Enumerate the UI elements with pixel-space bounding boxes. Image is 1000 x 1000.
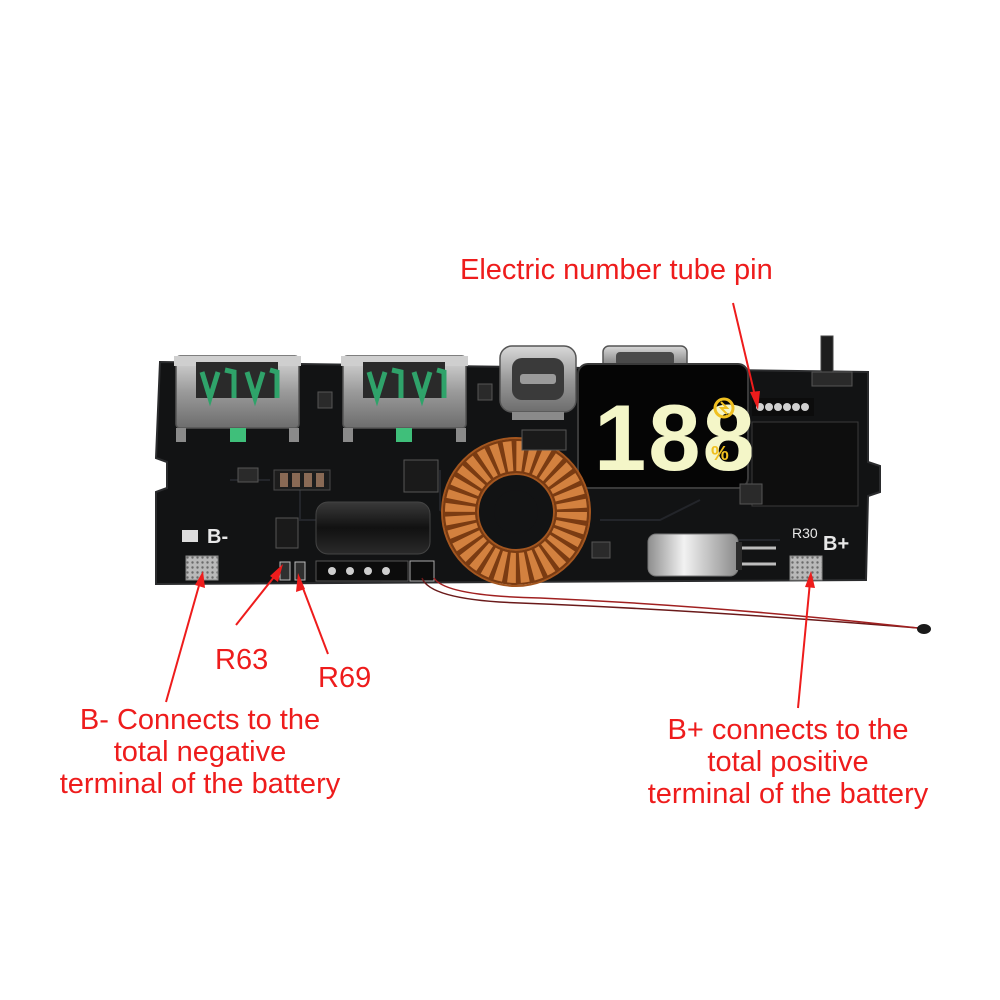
- arrow-tube-pin: [732, 302, 756, 397]
- slide-switch: [811, 335, 853, 387]
- label-b-minus-line-1: B- Connects to the: [79, 704, 321, 736]
- label-b-minus-line-2: total negative: [113, 736, 287, 768]
- arrow-r69: [300, 582, 329, 655]
- silk-r30: R30: [792, 525, 818, 541]
- label-b-plus: B+ connects to the total positive termin…: [628, 714, 948, 810]
- silk-b-plus: B+: [823, 533, 849, 555]
- label-b-plus-line-2: total positive: [707, 746, 869, 778]
- thermistor: [917, 624, 931, 634]
- usb-c-port: [499, 345, 577, 420]
- thermistor-wire: [421, 577, 931, 634]
- resistor-r63: [279, 561, 291, 581]
- display-driver-area: [751, 421, 859, 507]
- usb-a-port-1: [174, 355, 301, 442]
- led-display: 188 %: [577, 363, 757, 490]
- arrow-r63: [235, 571, 279, 626]
- charging-icon: [713, 397, 735, 419]
- label-b-minus-line-3: terminal of the battery: [59, 768, 341, 800]
- tube-pins: [752, 398, 814, 416]
- toroidal-inductor: [441, 437, 591, 587]
- label-b-plus-line-3: terminal of the battery: [647, 778, 929, 810]
- label-b-plus-line-1: B+ connects to the: [667, 714, 909, 746]
- label-r69: R69: [318, 662, 372, 694]
- annotation-arrows: [165, 302, 815, 709]
- b-plus-pad: [789, 555, 823, 581]
- silk-b-minus: B-: [207, 526, 228, 548]
- arrow-b-plus: [797, 581, 811, 709]
- label-tube-pin: Electric number tube pin: [460, 254, 773, 286]
- electrolytic-capacitor: [647, 533, 776, 577]
- label-b-minus: B- Connects to the total negative termin…: [40, 704, 360, 800]
- usb-a-port-2: [341, 355, 468, 442]
- display-percent: %: [711, 443, 729, 465]
- arrow-b-minus: [165, 581, 201, 703]
- label-r63: R63: [215, 644, 269, 676]
- ferrite-inductor: [315, 501, 431, 555]
- display-digits: 188: [594, 385, 757, 490]
- smd-components: [182, 383, 763, 559]
- pin-header: [315, 560, 435, 582]
- resistor-r69: [294, 561, 306, 581]
